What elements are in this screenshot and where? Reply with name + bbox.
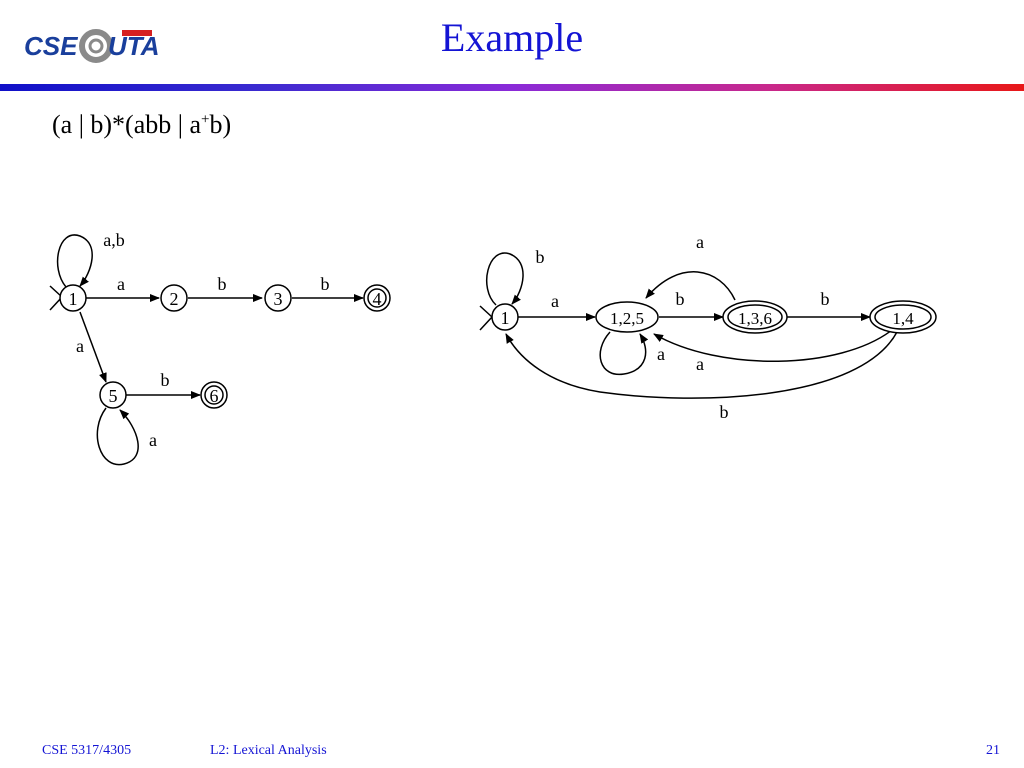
- dfa-state-14-accept-ring: [874, 304, 932, 330]
- logo-cse-text: CSE: [24, 31, 78, 61]
- nfa-label-2-3: b: [218, 274, 227, 294]
- formula-suffix: b): [209, 110, 232, 139]
- nfa-label-3-4: b: [321, 274, 330, 294]
- dfa-label-14-125: a: [696, 354, 704, 374]
- nfa-text: 1 2 3 4 5 6 a,b a b b a b a: [69, 230, 382, 450]
- formula-prefix: (a | b)*(abb | a: [52, 110, 202, 139]
- dfa-label-loop-1: b: [536, 247, 545, 267]
- dfa-loop-125: [599, 331, 649, 376]
- dfa-state-label-1: 1: [501, 308, 510, 328]
- nfa-state-3: [264, 284, 292, 312]
- logo-red-stripe: [122, 30, 152, 36]
- nfa-state-6-accept-ring: [204, 385, 224, 405]
- nfa-state-5: [99, 381, 127, 409]
- nfa-state-4-accept-ring: [367, 288, 387, 308]
- nfa-state-label-4: 4: [373, 289, 382, 309]
- nfa-label-loop-1: a,b: [103, 230, 125, 250]
- nfa-state-1: [59, 284, 87, 312]
- nfa-edge-1-5: [79, 311, 107, 383]
- dfa-state-label-136: 1,3,6: [738, 309, 772, 328]
- nfa-label-1-2: a: [117, 274, 125, 294]
- nfa-state-label-5: 5: [109, 386, 118, 406]
- dfa-label-125-136: b: [676, 289, 685, 309]
- formula-plus: +: [201, 111, 210, 128]
- logo-at-ring: [79, 29, 113, 63]
- regex-formula: (a | b)*(abb | a+b): [52, 110, 231, 140]
- dfa-state-125: [595, 301, 659, 333]
- nfa-state-label-6: 6: [210, 386, 219, 406]
- nfa-label-5-6: b: [161, 370, 170, 390]
- nfa-label-1-5: a: [76, 336, 84, 356]
- dfa-state-14: [869, 300, 937, 334]
- nfa-loop-5: [96, 407, 139, 466]
- dfa-label-1-125: a: [551, 291, 559, 311]
- dfa-text: 1 1,2,5 1,3,6 1,4 b a b b a a a b: [501, 232, 915, 422]
- dfa-edge-14-125: [653, 329, 893, 363]
- logo-at-core: [88, 38, 104, 54]
- dfa-state-136: [722, 300, 788, 334]
- dfa-state-1: [491, 303, 519, 331]
- dfa-loop-1: [486, 252, 524, 306]
- dfa-edge-136-125: [645, 271, 736, 301]
- nfa-state-label-1: 1: [69, 289, 78, 309]
- dfa-label-loop-125: a: [657, 344, 665, 364]
- footer-page-number: 21: [986, 743, 1000, 758]
- dfa-label-14-1: b: [720, 402, 729, 422]
- dfa-edge-14-1: [505, 331, 898, 399]
- title-divider: [0, 84, 1024, 91]
- nfa-diagram: [49, 234, 391, 466]
- dfa-label-136-14: b: [821, 289, 830, 309]
- nfa-label-loop-5: a: [149, 430, 157, 450]
- footer-course: CSE 5317/4305: [42, 743, 132, 758]
- slide-title: Example: [440, 15, 584, 60]
- nfa-loop-1: [56, 234, 93, 288]
- dfa-start-marker: [479, 305, 494, 331]
- footer-lecture: L2: Lexical Analysis: [210, 743, 327, 758]
- nfa-state-label-2: 2: [170, 289, 179, 309]
- dfa-state-label-125: 1,2,5: [610, 309, 644, 328]
- nfa-state-label-3: 3: [274, 289, 283, 309]
- automata-diagrams: 1 2 3 4 5 6 a,b a b b a b a: [49, 230, 937, 466]
- dfa-label-136-125: a: [696, 232, 704, 252]
- dfa-state-label-14: 1,4: [892, 309, 914, 328]
- dfa-diagram: [479, 252, 937, 399]
- cse-uta-logo: CSE UTA: [24, 29, 160, 63]
- nfa-state-2: [160, 284, 188, 312]
- dfa-state-136-accept-ring: [727, 304, 783, 330]
